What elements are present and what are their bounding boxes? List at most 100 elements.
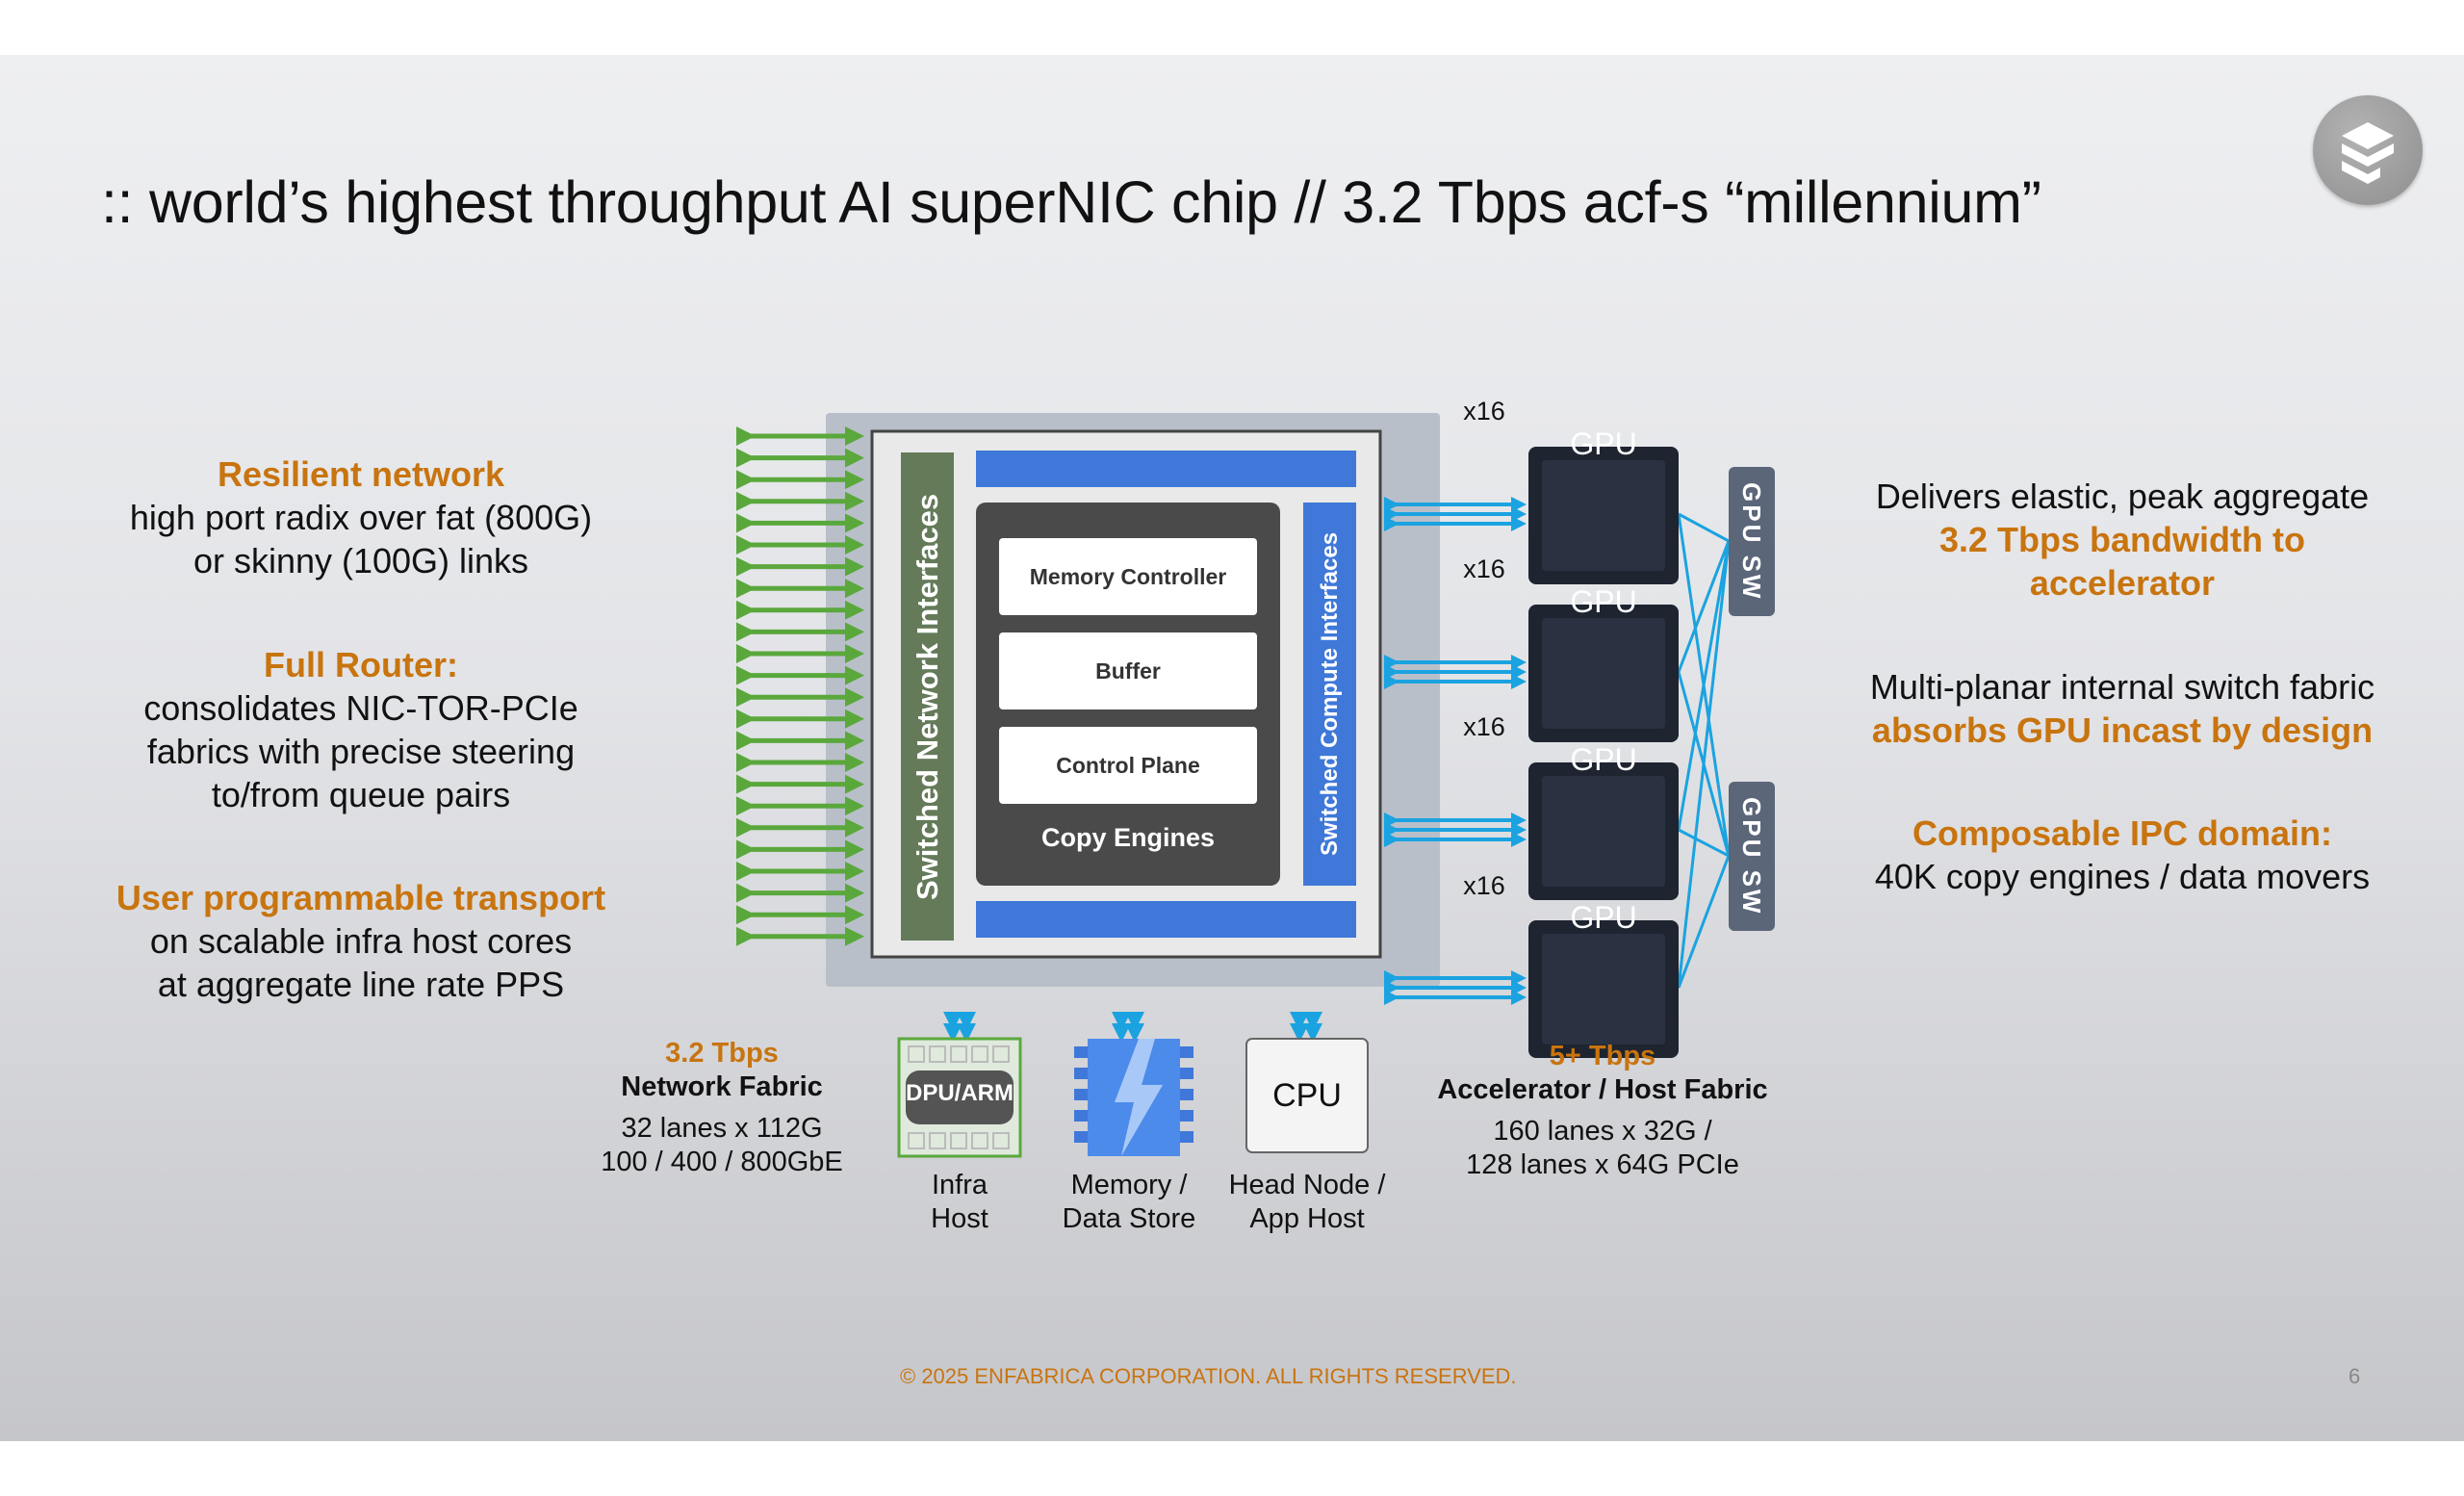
feature-heading: Full Router: [264,645,458,684]
feature-heading: User programmable transport [116,878,606,917]
memory-pin [1074,1131,1088,1143]
caption-line: App Host [1249,1203,1365,1234]
gpu-switch [1729,467,1775,616]
memory-pin [1074,1089,1088,1100]
gpu-label: GPU [1570,426,1637,461]
caption-line: Infra [931,1170,988,1200]
gpu-link-width: x16 [1463,555,1505,583]
cpu-label: CPU [1272,1077,1342,1114]
head-node-caption: Head Node / App Host [1201,1169,1413,1236]
memory-controller-block: Memory Controller [999,538,1257,615]
network-port-arrows [736,426,864,946]
caption-line: Data Store [1062,1203,1196,1234]
chip-pin [908,1132,925,1149]
gpu-switch-line [1678,828,1730,858]
feature-line: Delivers elastic, peak aggregate [1875,477,2370,516]
memory-pin [1180,1131,1194,1143]
feature-highlight: Composable IPC domain: [1912,813,2333,853]
chip-pin [929,1132,946,1149]
gpu-label: GPU [1570,742,1637,777]
gpu-switch-line [1677,513,1731,857]
host-link-arrows [943,1012,1322,1043]
network-fabric-line: 32 lanes x 112G [621,1113,823,1144]
gpu-switch-label: GPU SW [1737,481,1766,602]
feature-line: 40K copy engines / data movers [1874,857,2371,896]
host-fabric-line: 128 lanes x 64G PCIe [1466,1149,1739,1180]
feature-highlight: absorbs GPU incast by design [1871,710,2374,750]
feature-user-programmable-transport: User programmable transport on scalable … [96,876,626,1006]
memory-pin [1180,1046,1194,1058]
chip-pin [992,1132,1010,1149]
feature-highlight: accelerator [2029,563,2216,603]
host-fabric-rate: 5+ Tbps [1549,1041,1656,1071]
memory-pin [1180,1089,1194,1100]
memory-pin [1180,1068,1194,1079]
feature-full-router: Full Router: consolidates NIC-TOR-PCIe f… [96,643,626,816]
chip-pin [992,1045,1010,1063]
gpu-switch-label: GPU SW [1737,796,1766,916]
enfabrica-logo-icon [2313,95,2423,205]
network-interfaces-label: Switched Network Interfaces [911,493,944,900]
network-fabric-line: 100 / 400 / 800GbE [601,1147,843,1177]
gpu-switch-lines [1677,512,1731,989]
gpu-die [1542,618,1665,729]
copy-engines-label: Copy Engines [1040,823,1216,852]
feature-composable-ipc: Composable IPC domain: 40K copy engines … [1810,812,2435,898]
gpu-link-width: x16 [1463,397,1505,426]
feature-line: consolidates NIC-TOR-PCIe [143,688,578,728]
top-fabric-bar [976,451,1356,487]
network-fabric-name: Network Fabric [621,1071,823,1102]
chip-pin [950,1132,967,1149]
slide: :: world’s highest throughput AI superNI… [0,55,2464,1441]
infra-host-caption: Infra Host [863,1169,1056,1236]
gpu-switch-line [1677,540,1731,673]
chip-pins-icon [908,1045,1010,1149]
feature-line: Multi-planar internal switch fabric [1869,667,2375,707]
gpu-die [1542,934,1665,1045]
feature-highlight: 3.2 Tbps bandwidth to [1939,520,2305,559]
caption-line: Head Node / [1228,1170,1386,1200]
cpu-icon [1245,1038,1369,1153]
compute-interfaces-label: Switched Compute Interfaces [1317,531,1343,857]
gpu-label: GPU [1570,584,1637,619]
chip-pin [971,1132,988,1149]
gpu-link-arrows [1384,497,1527,1005]
compute-interfaces-bar [1303,503,1356,886]
memory-store-caption: Memory / Data Store [1033,1169,1225,1236]
gpu-link-width: x16 [1463,712,1505,741]
gpu-switch-line [1677,855,1731,989]
chip-pin [929,1045,946,1063]
host-fabric-line: 160 lanes x 32G / [1493,1116,1712,1147]
dpu-core [906,1070,1014,1124]
control-plane-block: Control Plane [999,727,1257,804]
gpu-switch [1729,782,1775,931]
slide-title: :: world’s highest throughput AI superNI… [101,169,2041,235]
network-fabric-info: 3.2 Tbps Network Fabric 32 lanes x 112G … [578,1037,866,1179]
chip-pin [950,1045,967,1063]
memory-pin [1074,1068,1088,1079]
gpu-switch-line [1677,671,1731,857]
network-interfaces-bar [901,452,954,941]
feature-line: at aggregate line rate PPS [157,965,565,1004]
caption-line: Memory / [1070,1170,1188,1200]
feature-resilient-network: Resilient network high port radix over f… [96,452,626,582]
page-number: 6 [2348,1364,2361,1388]
memory-pin [1074,1046,1088,1058]
host-fabric-name: Accelerator / Host Fabric [1437,1074,1768,1105]
chip-pin [908,1045,925,1063]
feature-line: or skinny (100G) links [192,541,529,580]
gpu-die [1542,460,1665,571]
feature-heading: Resilient network [217,454,505,494]
dpu-arm-label: DPU/ARM [906,1080,1014,1106]
buffer-block: Buffer [999,632,1257,709]
gpu-label: GPU [1570,900,1637,935]
memory-chip-icon [1074,1039,1194,1156]
feature-multi-planar-fabric: Multi-planar internal switch fabric abso… [1810,665,2435,752]
memory-pin [1180,1110,1194,1122]
bottom-fabric-bar [976,901,1356,938]
chip-pin [971,1045,988,1063]
copyright-footer: © 2025 ENFABRICA CORPORATION. ALL RIGHTS… [900,1364,1517,1388]
gpu-switch-line [1678,512,1730,543]
caption-line: Host [931,1203,988,1234]
feature-elastic-bandwidth: Delivers elastic, peak aggregate 3.2 Tbp… [1810,475,2435,605]
